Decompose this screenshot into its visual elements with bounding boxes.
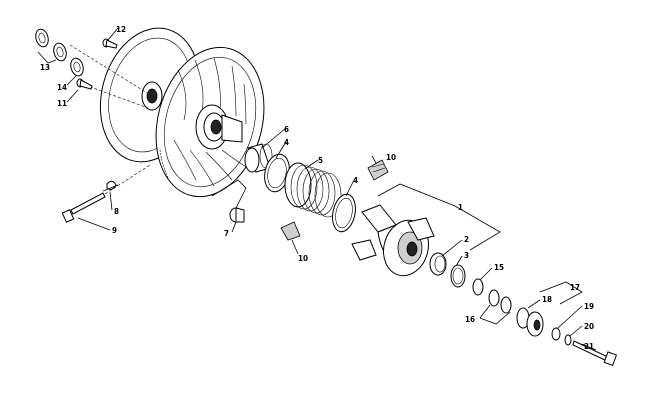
washer-16-a (488, 289, 500, 307)
callout-18: 18 (542, 295, 552, 304)
washer-13-mid (53, 42, 67, 62)
callout-16: 16 (465, 315, 475, 324)
callout-19: 19 (584, 302, 594, 311)
washer-2 (429, 252, 447, 276)
callout-10-lower: 10 (298, 254, 308, 263)
callout-15: 15 (494, 263, 504, 272)
callout-labels: 12 13 14 11 6 4 5 10 4 1 2 3 15 17 18 19… (40, 25, 594, 351)
callout-11: 11 (57, 99, 67, 108)
spring-5 (284, 162, 342, 218)
cap-18 (516, 307, 544, 337)
callout-13: 13 (40, 63, 50, 72)
bushing-7 (229, 207, 245, 223)
washer-13-left (35, 28, 49, 48)
cam-shoe-10-lower (280, 221, 301, 241)
moveable-sheave (155, 46, 265, 198)
callout-3: 3 (464, 251, 469, 260)
clip-8 (102, 180, 119, 192)
washer-19 (551, 327, 561, 341)
cam-spider-1 (351, 204, 435, 277)
bolt-9 (61, 192, 106, 223)
cam-shoe-10-upper (367, 159, 389, 181)
callout-2: 2 (464, 235, 469, 244)
callout-4-lower: 4 (353, 176, 358, 185)
washer-14 (70, 57, 84, 77)
callout-21: 21 (584, 342, 594, 351)
callout-14: 14 (57, 83, 67, 92)
callout-4-upper: 4 (284, 138, 289, 147)
callout-5: 5 (318, 156, 323, 165)
callout-12: 12 (116, 25, 126, 34)
callout-17: 17 (570, 283, 580, 292)
bushing-6 (244, 143, 273, 173)
snap-ring-3 (450, 264, 466, 288)
screw-12 (102, 38, 118, 49)
lock-washer-20 (564, 334, 572, 346)
bolt-21 (572, 340, 618, 366)
callout-20: 20 (584, 322, 594, 331)
callout-9: 9 (112, 226, 117, 235)
callout-1: 1 (458, 203, 463, 212)
callout-7: 7 (224, 229, 229, 238)
ring-4-lower (332, 193, 356, 233)
washer-16-b (500, 296, 512, 314)
callout-10-upper: 10 (386, 153, 396, 162)
o-ring-15 (472, 278, 484, 296)
callout-6: 6 (284, 125, 289, 134)
leader-lines (37, 27, 597, 351)
callout-8: 8 (114, 207, 119, 216)
screw-11 (76, 78, 93, 90)
